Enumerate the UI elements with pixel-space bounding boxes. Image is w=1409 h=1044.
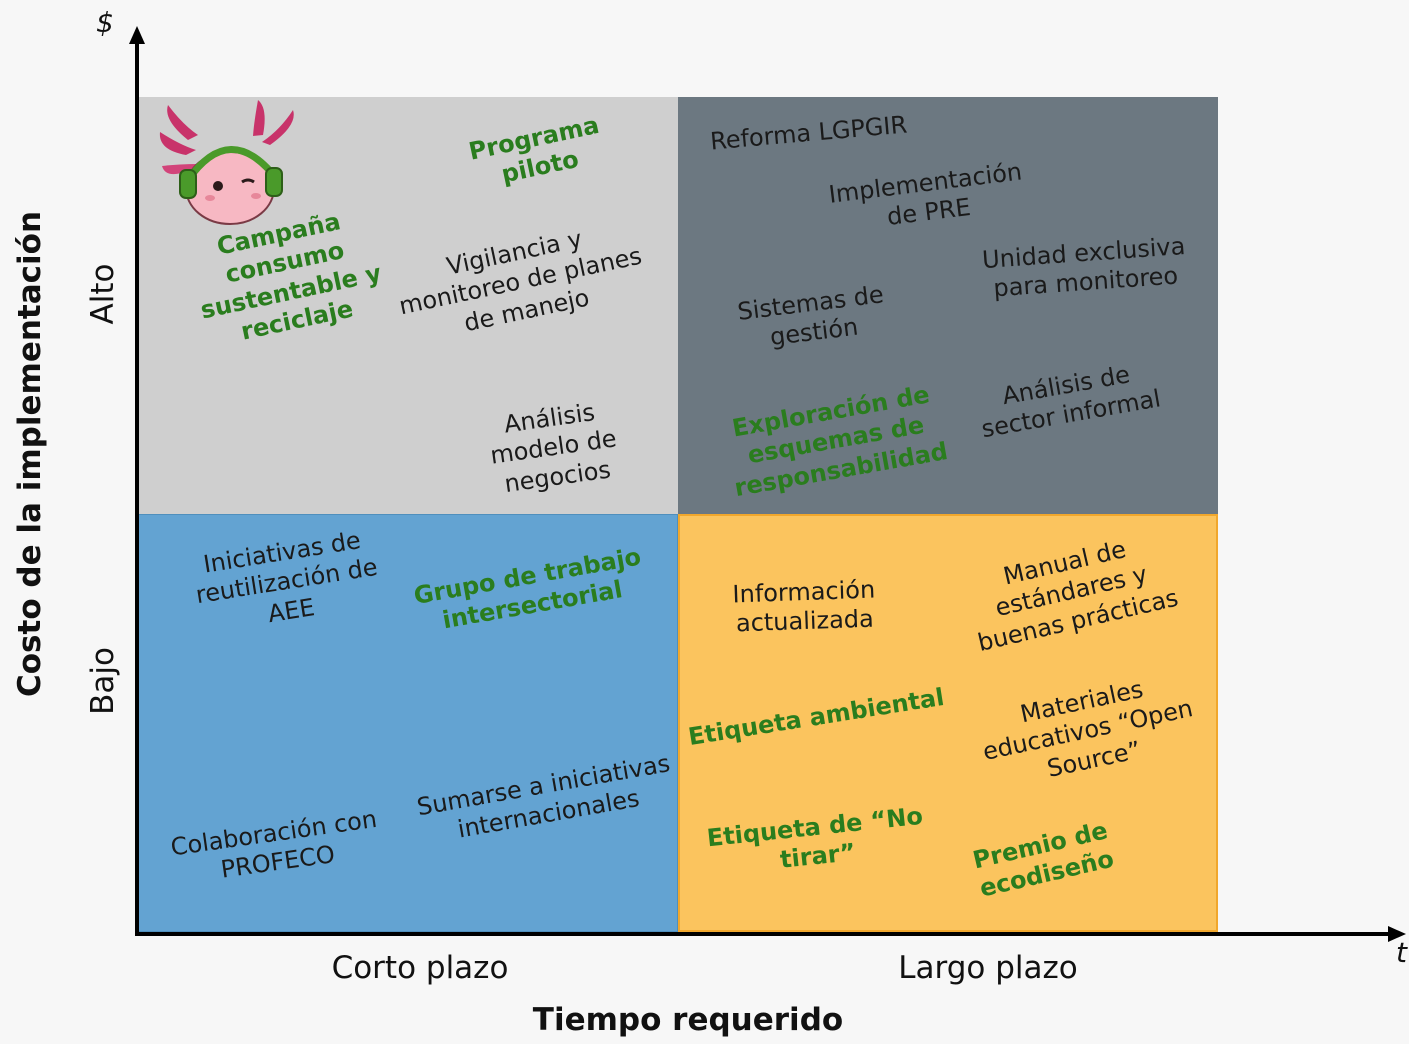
y-axis-title: Costo de la implementación: [12, 210, 48, 697]
measure-label-line: actualizada: [734, 604, 874, 638]
x-tick-largo-plazo: Largo plazo: [898, 950, 1078, 986]
y-axis-arrow-icon: [129, 26, 145, 44]
x-tick-corto-plazo: Corto plazo: [331, 950, 509, 986]
quadrant-low-cost-long-term: [678, 514, 1218, 932]
y-tick-alto: Alto: [85, 263, 121, 325]
y-axis-line: [135, 42, 139, 936]
quadrant-low-cost-short-term: [137, 514, 678, 932]
measure-label-line: Información: [731, 575, 876, 608]
axolotl-mascot-icon: [159, 100, 294, 225]
y-axis-symbol: $: [96, 6, 114, 39]
x-axis-symbol: t: [1396, 936, 1407, 969]
x-axis-title: Tiempo requerido: [532, 1002, 844, 1038]
x-axis-arrow-icon: [1388, 926, 1406, 942]
quadrant-high-cost-long-term: [678, 97, 1218, 514]
x-axis-line: [135, 932, 1393, 936]
y-tick-bajo: Bajo: [85, 647, 121, 715]
